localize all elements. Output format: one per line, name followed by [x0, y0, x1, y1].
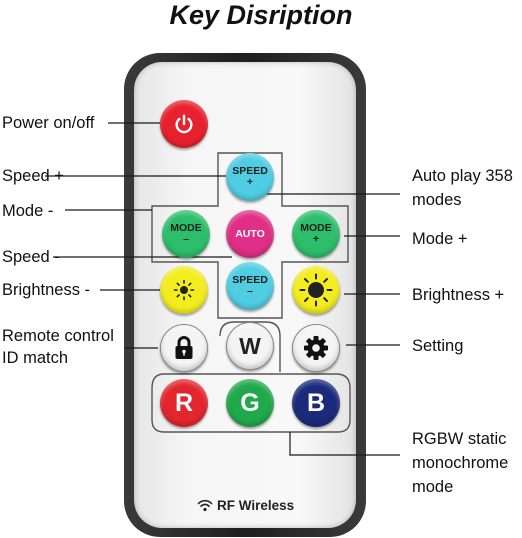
green-button-label: G — [240, 388, 260, 417]
mode-up-button[interactable]: MODE + — [292, 210, 340, 258]
speed-up-button[interactable]: SPEED + — [226, 153, 274, 201]
speed-up-sign: + — [246, 176, 254, 188]
mode-up-sign: + — [312, 233, 320, 245]
speed-down-button[interactable]: SPEED – — [226, 262, 274, 310]
label-auto-line2: modes — [412, 191, 462, 209]
rf-wireless-label: RF Wireless — [217, 497, 295, 513]
label-rgbw-line2: monochrome — [412, 454, 509, 472]
rf-wireless-badge: RF Wireless — [197, 496, 317, 514]
w-groove — [219, 321, 281, 372]
label-setting: Setting — [412, 337, 464, 355]
white-button-label: W — [239, 332, 261, 359]
label-remote-id-line1: Remote control — [2, 327, 114, 345]
label-mode-minus: Mode - — [2, 202, 54, 220]
label-power: Power on/off — [2, 114, 95, 132]
label-rgbw-line1: RGBW static — [412, 430, 507, 448]
blue-button-label: B — [306, 388, 326, 417]
power-icon — [175, 114, 193, 134]
label-mode-plus: Mode + — [412, 230, 468, 248]
speed-down-sign: – — [247, 285, 253, 297]
label-brightness-plus: Brightness + — [412, 286, 505, 304]
setting-button[interactable] — [292, 324, 340, 372]
speed-up-label: SPEED — [232, 165, 268, 177]
page-title: Key Disription — [169, 0, 353, 30]
mode-down-button[interactable]: MODE – — [162, 210, 210, 258]
label-speed-plus: Speed + — [2, 167, 64, 185]
wifi-icon — [197, 499, 213, 512]
speed-down-label: SPEED — [232, 274, 268, 286]
mode-down-label: MODE — [170, 222, 202, 234]
id-match-button[interactable] — [160, 324, 208, 372]
red-button[interactable]: R — [160, 379, 208, 427]
sun-large-icon — [299, 273, 333, 307]
brightness-down-button[interactable] — [160, 266, 208, 314]
power-button[interactable] — [160, 100, 208, 148]
label-auto-line1: Auto play 358 — [412, 167, 513, 185]
gear-icon — [304, 336, 328, 360]
auto-button[interactable]: AUTO — [226, 210, 274, 258]
sun-small-icon — [173, 279, 195, 301]
mode-down-sign: – — [183, 233, 189, 245]
leader-rgbw — [289, 432, 400, 456]
cross-groove — [151, 152, 349, 319]
label-rgbw-line3: mode — [412, 478, 454, 496]
blue-button[interactable]: B — [292, 379, 340, 427]
label-remote-id-line2: ID match — [2, 349, 69, 367]
auto-label: AUTO — [235, 227, 265, 240]
label-brightness-minus: Brightness - — [2, 281, 91, 299]
lock-icon — [175, 336, 193, 359]
white-button[interactable]: W — [226, 322, 274, 370]
mode-up-label: MODE — [300, 222, 332, 234]
brightness-up-button[interactable] — [292, 266, 340, 314]
rgb-groove — [151, 373, 351, 433]
red-button-label: R — [174, 388, 194, 417]
green-button[interactable]: G — [226, 379, 274, 427]
label-speed-minus: Speed - — [2, 248, 60, 266]
